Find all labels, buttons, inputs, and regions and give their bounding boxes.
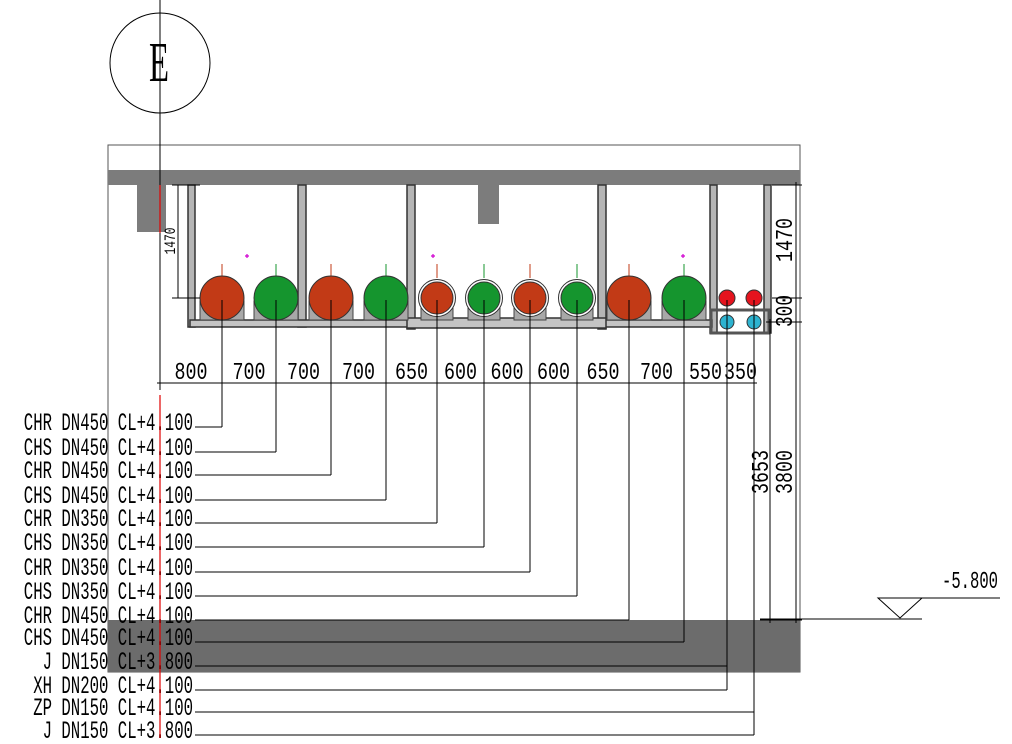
pipe-label: CHS DN350 CL+4.100 — [24, 529, 193, 558]
marker-cross-icon — [681, 254, 685, 258]
dim-label-inner-depth: 3653 — [749, 450, 776, 494]
dimension-label: 650 — [395, 360, 428, 387]
pipe-label: J DN150 CL+3.800 — [43, 648, 193, 677]
dimension-label: 800 — [175, 360, 208, 387]
top-slab — [108, 170, 800, 185]
hanger-rod — [406, 184, 416, 330]
left-vertical-dimension: 1470 — [162, 184, 200, 299]
pipe-label: CHS DN450 CL+4.100 — [24, 624, 193, 653]
dimension-label: 600 — [537, 360, 570, 387]
pipe-label: ZP DN150 CL+4.100 — [33, 694, 193, 723]
marker-cross-icon — [431, 254, 435, 258]
hanger-rod — [297, 184, 307, 328]
pipe-label: CHR DN450 CL+4.100 — [24, 602, 193, 631]
pipe-label: CHS DN350 CL+4.100 — [24, 578, 193, 607]
beam-left — [137, 185, 166, 232]
pipe-label: CHS DN450 CL+4.100 — [24, 434, 193, 463]
dim-label-right-hanger: 1470 — [773, 218, 800, 262]
support-tray-center — [406, 317, 607, 329]
dimension-label: 350 — [724, 360, 757, 387]
dim-label-total-depth: 3800 — [773, 450, 800, 494]
marker-cross-icon — [245, 254, 249, 258]
right-vertical-dimensions: 1470 300 3653 3800 — [749, 182, 802, 623]
dimension-label: 650 — [587, 360, 620, 387]
elevation-triangle-icon — [876, 597, 924, 619]
dim-label-left-hanger: 1470 — [162, 228, 180, 255]
grid-axis-label: E — [149, 32, 169, 94]
dimension-label: 700 — [640, 360, 673, 387]
pipe-label: CHR DN450 CL+4.100 — [24, 409, 193, 438]
pipe-label: J DN150 CL+3.800 — [43, 717, 193, 744]
dimension-label: 600 — [444, 360, 477, 387]
bottom-slab — [108, 620, 800, 672]
hanger-rod — [597, 184, 607, 330]
dimension-label: 550 — [689, 360, 722, 387]
hanger-rod — [187, 184, 196, 328]
pipe-label: XH DN200 CL+4.100 — [33, 672, 193, 701]
structure-outline — [107, 144, 801, 673]
beam-middle — [478, 185, 499, 224]
pipe-label: CHR DN450 CL+4.100 — [24, 457, 193, 486]
dimension-label: 700 — [342, 360, 375, 387]
elevation-marker: -5.800 — [760, 569, 1000, 620]
elevation-value: -5.800 — [942, 569, 998, 596]
pipe-label: CHR DN350 CL+4.100 — [24, 554, 193, 583]
pipe-label: CHS DN450 CL+4.100 — [24, 482, 193, 511]
pipe-label: CHR DN350 CL+4.100 — [24, 505, 193, 534]
dim-label-right-tray: 300 — [773, 295, 800, 327]
dimension-label: 700 — [233, 360, 266, 387]
structure — [107, 144, 801, 673]
dimension-label: 600 — [491, 360, 524, 387]
dimension-label: 700 — [287, 360, 320, 387]
